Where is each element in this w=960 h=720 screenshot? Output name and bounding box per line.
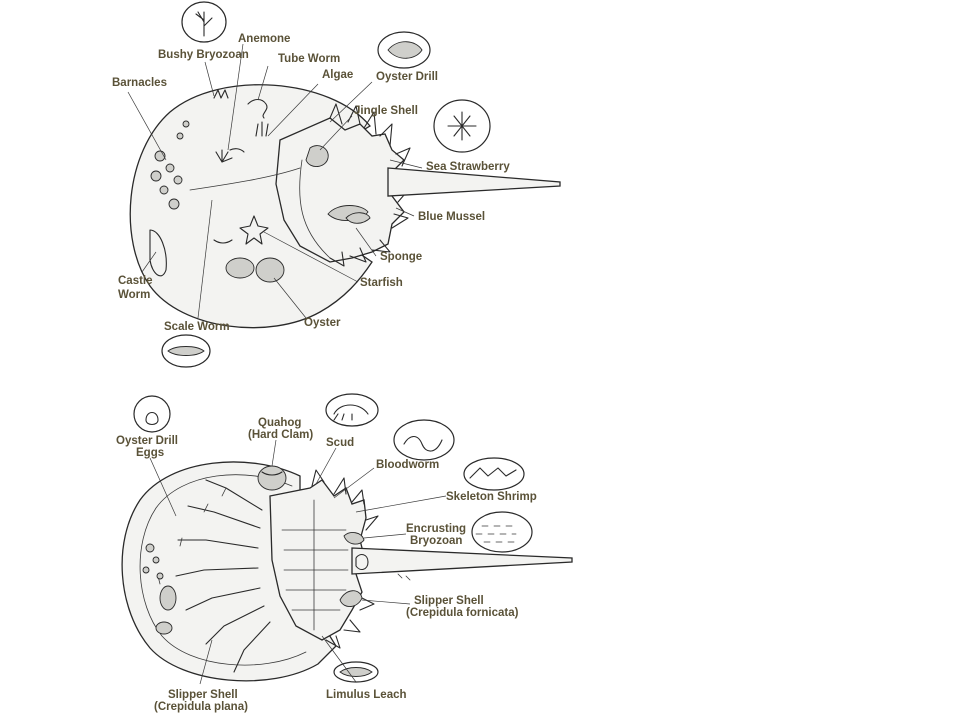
bottom-gill-plates [281,499,349,631]
inset-encrusting-bryozoan [471,511,533,553]
bottom-carapace-rim [139,474,307,666]
label-quahog-line1: Quahog [258,417,301,429]
label-bushy-bryozoan: Bushy Bryozoan [158,49,249,61]
inset-scud [325,393,379,427]
bottom-insets [133,393,533,683]
label-skeleton-shrimp: Skeleton Shrimp [446,491,537,503]
label-scud: Scud [326,437,354,449]
label-slipper-shell-fornicata-line2: (Crepidula fornicata) [406,607,519,619]
label-tube-worm: Tube Worm [278,53,340,65]
inset-bloodworm [393,419,455,461]
top-telson [387,167,561,197]
label-slipper-shell-plana-line1: Slipper Shell [168,689,238,701]
label-quahog-line2: (Hard Clam) [248,429,313,441]
label-anemone: Anemone [238,33,290,45]
label-castle-worm-line2: Worm [118,289,150,301]
label-oyster: Oyster [304,317,341,329]
top-labels: Bushy Bryozoan Anemone Tube Worm Algae B… [112,33,510,333]
top-leader-lines [127,43,423,319]
label-slipper-shell-fornicata-line1: Slipper Shell [414,595,484,607]
bottom-legs [157,479,271,673]
label-bloodworm: Bloodworm [376,459,439,471]
label-starfish: Starfish [360,277,403,289]
label-jingle-shell: Jingle Shell [354,105,418,117]
bottom-abdomen-spines [311,469,379,649]
label-sea-strawberry: Sea Strawberry [426,161,510,173]
label-sponge: Sponge [380,251,422,263]
label-algae: Algae [322,69,353,81]
label-encrusting-bryozoan-line2: Bryozoan [410,535,462,547]
bottom-labels: Oyster Drill Eggs Quahog (Hard Clam) Scu… [116,417,537,713]
label-castle-worm-line1: Castle [118,275,153,287]
bottom-telson [351,547,573,575]
bottom-crab-ventral [121,461,573,682]
inset-skeleton-shrimp [463,457,525,491]
top-insets [161,1,491,368]
label-barnacles: Barnacles [112,77,167,89]
bottom-leader-lines [149,439,447,685]
top-crab-dorsal [129,84,561,329]
label-scale-worm: Scale Worm [164,321,230,333]
label-oyster-drill: Oyster Drill [376,71,438,83]
label-slipper-shell-plana-line2: (Crepidula plana) [154,701,248,713]
label-blue-mussel: Blue Mussel [418,211,485,223]
label-oyster-drill-eggs-line1: Oyster Drill [116,435,178,447]
bottom-epibionts [142,465,369,635]
top-hinge-ridge [189,159,331,259]
label-oyster-drill-eggs-line2: Eggs [136,447,164,459]
inset-oyster-drill-eggs [133,395,171,433]
top-epibionts [149,89,371,283]
label-limulus-leach: Limulus Leach [326,689,407,701]
label-encrusting-bryozoan-line1: Encrusting [406,523,466,535]
